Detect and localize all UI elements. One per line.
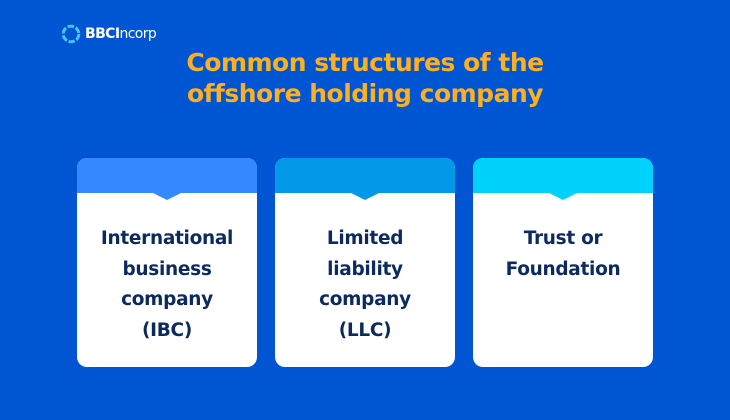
brand-logo: BBCIncorp — [60, 23, 157, 45]
swirl-ring-icon — [61, 24, 81, 44]
card-header-band — [473, 158, 653, 200]
card-trust-foundation: Trust or Foundation — [473, 158, 653, 367]
title-line-1: Common structures of the — [186, 48, 544, 77]
page-title: Common structures of the offshore holdin… — [0, 47, 730, 109]
card-label: International business company (IBC) — [100, 228, 234, 341]
card-header-band — [275, 158, 455, 200]
card-header-band — [77, 158, 257, 200]
title-line-2: offshore holding company — [186, 79, 544, 108]
card-llc: Limited liability company (LLC) — [275, 158, 455, 367]
card-label: Limited liability company (LLC) — [319, 228, 411, 341]
brand-name: BBCIncorp — [85, 26, 157, 42]
card-ibc: International business company (IBC) — [77, 158, 257, 367]
card-label: Trust or Foundation — [505, 228, 621, 280]
